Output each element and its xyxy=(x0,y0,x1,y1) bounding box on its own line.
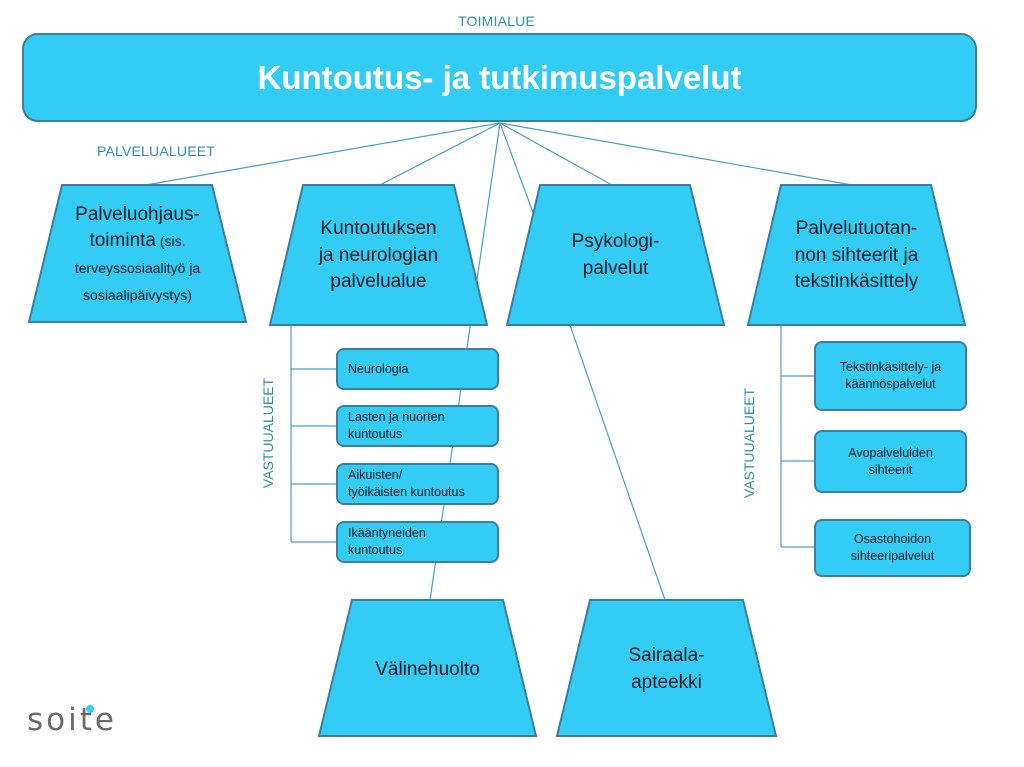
palveluohjaus-note-line2: sosiaalipäivystys) xyxy=(83,286,192,303)
kuntoutus-line2: ja neurologian xyxy=(318,244,439,266)
tuotanto-line1: Palvelutuotan- xyxy=(795,218,918,240)
left-item-line1: Ikääntyneiden xyxy=(348,526,426,541)
banner-title: Kuntoutus- ja tutkimuspalvelut xyxy=(257,58,742,96)
soite-logo: soite xyxy=(27,702,117,738)
kuntoutus-line1: Kuntoutuksen xyxy=(320,218,437,240)
left-item-line1: Neurologia xyxy=(348,361,409,376)
right-item: Osastohoidon sihteeripalvelut xyxy=(814,519,971,577)
right-item: Tekstinkäsittely- ja käännöspalvelut xyxy=(814,341,967,411)
left-item: Neurologia xyxy=(336,348,499,390)
left-item-line1: Lasten ja nuorten xyxy=(348,410,445,425)
connector-lines xyxy=(145,122,853,601)
area-kuntoutus: Kuntoutuksen ja neurologian palvelualue xyxy=(285,198,472,314)
apteekki-line1: Sairaala- xyxy=(628,645,705,667)
tuotanto-line2: non sihteerit ja xyxy=(794,244,919,266)
right-item-line2: sihteeripalvelut xyxy=(850,549,935,563)
area-shapes xyxy=(27,184,967,737)
toimialue-banner: Kuntoutus- ja tutkimuspalvelut xyxy=(22,33,977,122)
palveluohjaus-line1: Palveluohjaus- xyxy=(75,203,200,225)
left-item: Ikääntyneiden kuntoutus xyxy=(336,521,499,563)
left-item-line2: työikäisten kuntoutus xyxy=(348,485,465,499)
palveluohjaus-note-open: (sis. xyxy=(155,233,186,250)
connector-tuotanto xyxy=(499,122,853,186)
right-item-line1: Avopalveluiden xyxy=(848,445,933,460)
right-item-line2: käännöspalvelut xyxy=(845,377,936,391)
connector-apteekki-lower xyxy=(569,324,666,601)
right-item-line1: Osastohoidon xyxy=(853,532,932,547)
left-item: Aikuisten/työikäisten kuntoutus xyxy=(336,463,499,505)
toimialue-label: TOIMIALUE xyxy=(458,13,536,29)
left-item: Lasten ja nuorten kuntoutus xyxy=(336,405,499,447)
area-palveluohjaus: Palveluohjaus- toiminta (sis. terveyssos… xyxy=(44,200,231,310)
right-item-line2: sihteerit xyxy=(868,462,913,477)
palveluohjaus-line2: toiminta xyxy=(89,230,156,252)
tuotanto-line3: tekstinkäsittely xyxy=(794,271,919,293)
valinehuolto-label: Välinehuolto xyxy=(375,658,480,680)
palvelualueet-label: PALVELUALUEET xyxy=(97,143,216,159)
psykologi-line2: palvelut xyxy=(582,258,649,279)
kuntoutus-line3: palvelualue xyxy=(330,271,427,293)
connector-palveluohjaus xyxy=(145,122,501,186)
psykologi-line1: Psykologi- xyxy=(571,231,660,253)
shape-kuntoutus xyxy=(268,184,489,326)
shape-valinehuolto xyxy=(317,599,538,737)
palveluohjaus-note-line1: terveyssosiaalityö ja xyxy=(74,260,201,276)
left-item-line2: kuntoutus xyxy=(348,427,403,441)
shape-palveluohjaus xyxy=(27,184,248,323)
connector-apteekki-upper xyxy=(499,122,536,219)
vastuualueet-left-label: VASTUUALUEET xyxy=(260,377,276,489)
logo-dot-icon xyxy=(86,705,94,713)
area-tuotanto: Palvelutuotan- non sihteerit ja tekstink… xyxy=(763,198,950,314)
right-item: Avopalveluiden sihteerit xyxy=(814,430,967,493)
shape-psykologi xyxy=(505,184,726,326)
connector-kuntoutus xyxy=(379,122,501,186)
left-item-line2: kuntoutus xyxy=(348,543,403,557)
left-item-line1: Aikuisten/ xyxy=(348,468,403,483)
right-item-line1: Tekstinkäsittely- ja xyxy=(839,360,942,375)
connector-psykologi xyxy=(499,122,613,186)
vastuualueet-right-label: VASTUUALUEET xyxy=(741,387,757,499)
shape-apteekki xyxy=(555,599,778,737)
area-apteekki: Sairaala- apteekki xyxy=(572,612,761,728)
apteekki-line2: apteekki xyxy=(631,672,702,693)
shape-tuotanto xyxy=(746,184,967,326)
area-psykologi: Psykologi- palvelut xyxy=(522,198,709,314)
area-valinehuolto: Välinehuolto xyxy=(334,612,521,728)
